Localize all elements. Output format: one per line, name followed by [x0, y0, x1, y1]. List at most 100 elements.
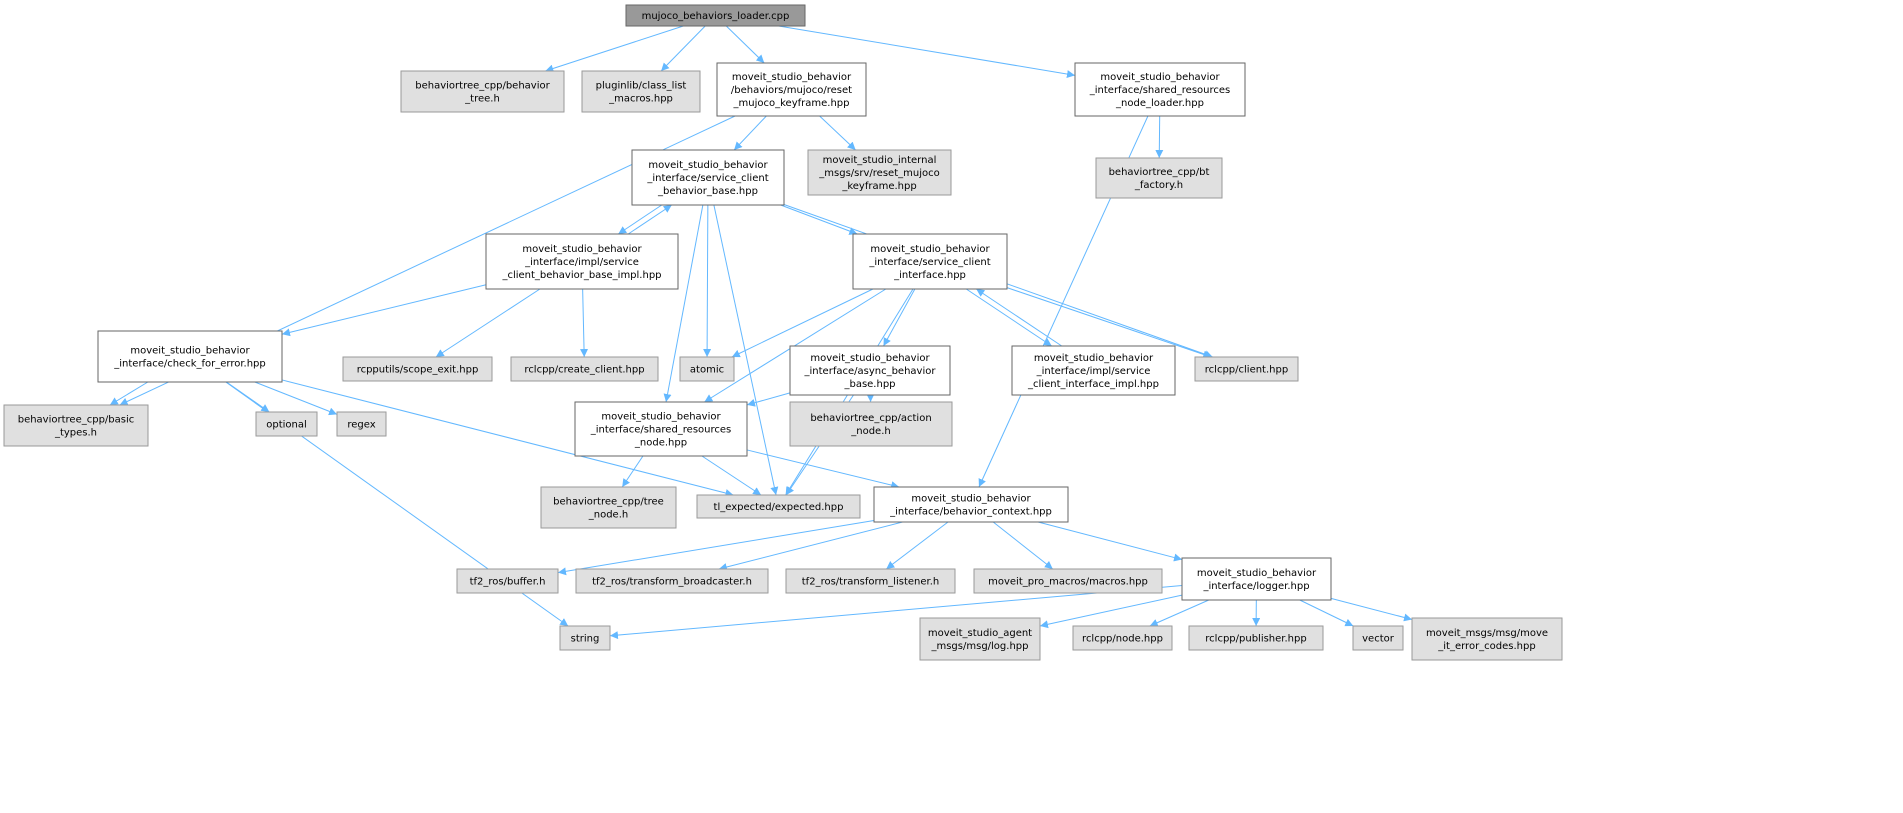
edge-root-to-n3	[725, 25, 765, 64]
graph-node[interactable]: moveit_studio_behavior_interface/service…	[852, 233, 1008, 290]
edge-n14-to-n20	[746, 392, 791, 407]
graph-node[interactable]: moveit_studio_behavior _interface/impl/se…	[485, 233, 679, 290]
node-box	[255, 411, 318, 437]
node-box	[785, 568, 956, 594]
graph-node: behaviortree_cpp/behavior_tree.h	[400, 70, 565, 113]
node-box	[336, 411, 387, 437]
node-label-line: _base.hpp	[843, 379, 895, 390]
node-label-line: _interface/logger.hpp	[1202, 581, 1309, 592]
node-label-line: moveit_studio_behavior	[810, 353, 930, 364]
node-box	[456, 568, 559, 594]
node-box	[1074, 62, 1246, 117]
node-label-line: tf2_ros/transform_broadcaster.h	[592, 577, 752, 588]
graph-node: rclcpp/client.hpp	[1194, 356, 1299, 382]
graph-node: vector	[1352, 625, 1404, 651]
edge-n29-to-n32	[1149, 599, 1210, 627]
edge-root-to-n2	[660, 25, 706, 72]
graph-node[interactable]: moveit_studio_behavior_interface/service…	[631, 149, 785, 206]
graph-node[interactable]: moveit_studio_behavior _interface/async_b…	[789, 345, 951, 396]
node-label-line: optional	[266, 420, 307, 431]
edge-n29-to-n30	[609, 585, 1183, 640]
graph-node: tf2_ros/transform_listener.h	[785, 568, 956, 594]
edge-n5-to-n20	[663, 204, 704, 403]
graph-root-node[interactable]: mujoco_behaviors_loader.cpp	[625, 4, 806, 27]
edge-n10-to-n17	[109, 381, 149, 406]
edge-n20-to-n23	[701, 455, 762, 496]
node-box	[696, 494, 861, 519]
node-label-line: pluginlib/class_list	[596, 81, 687, 92]
graph-node[interactable]: moveit_studio_behavior _interface/impl/se…	[1011, 345, 1176, 396]
graph-node[interactable]: moveit_studio_behavior/behaviors/mujoco/…	[716, 62, 867, 117]
node-label-line: _interface/impl/service	[1036, 366, 1151, 377]
node-label-line: moveit_studio_behavior	[1034, 353, 1154, 364]
edge-n29-to-n35	[1330, 597, 1413, 622]
node-label-line: _interface/behavior_context.hpp	[889, 507, 1052, 518]
node-box	[973, 568, 1163, 594]
node-box	[540, 486, 677, 529]
node-box	[575, 568, 769, 594]
node-label-line: _interface/shared_resources	[1089, 85, 1231, 96]
graph-node[interactable]: moveit_studio_behavior _interface/behavio…	[873, 486, 1069, 523]
node-label-line: moveit_studio_behavior	[522, 244, 642, 255]
graph-node: behaviortree_cpp/action_node.h	[789, 401, 953, 447]
edge-n20-to-n24	[746, 449, 900, 489]
graph-node: rclcpp/create_client.hpp	[510, 356, 659, 382]
node-label-line: behaviortree_cpp/tree	[553, 497, 664, 508]
graph-node: moveit_pro_macros/macros.hpp	[973, 568, 1163, 594]
graph-node: optional	[255, 411, 318, 437]
node-label-line: _interface/service_client	[646, 173, 768, 184]
node-box	[625, 4, 806, 27]
graph-node[interactable]: moveit_studio_behavior_interface/shared_…	[574, 401, 748, 457]
graph-node: rclcpp/publisher.hpp	[1188, 625, 1324, 651]
node-label-line: mujoco_behaviors_loader.cpp	[642, 11, 790, 22]
edge-n8-to-n5	[627, 204, 673, 235]
graph-node: pluginlib/class_list _macros.hpp	[581, 70, 701, 113]
node-label-line: rclcpp/client.hpp	[1205, 365, 1288, 376]
edge-n5-to-n13	[703, 204, 712, 358]
node-label-line: moveit_studio_behavior	[911, 494, 1031, 505]
node-label-line: rclcpp/publisher.hpp	[1205, 634, 1306, 645]
edge-n3-to-n5	[733, 115, 767, 151]
edge-n10-to-n19	[254, 381, 338, 416]
node-label-line: string	[571, 634, 600, 645]
node-label-line: moveit_studio_behavior	[130, 346, 250, 357]
node-label-line: moveit_studio_behavior	[1197, 568, 1317, 579]
graph-node: tf2_ros/buffer.h	[456, 568, 559, 594]
node-box	[342, 356, 493, 382]
edge-n9-to-n13	[731, 288, 874, 358]
edge-n9-to-n15	[965, 288, 1053, 347]
node-box	[1095, 157, 1223, 199]
edge-n9-to-n16	[1006, 287, 1212, 359]
edge-n24-to-n27	[885, 521, 949, 570]
node-label-line: _interface/shared_resources	[590, 425, 732, 436]
node-label-line: _behavior_base.hpp	[657, 186, 758, 197]
graph-node: tf2_ros/transform_broadcaster.h	[575, 568, 769, 594]
node-label-line: _msgs/msg/log.hpp	[930, 641, 1028, 652]
edge-n24-to-n28	[992, 521, 1054, 570]
graph-node: tl_expected/expected.hpp	[696, 494, 861, 519]
node-label-line: _interface.hpp	[893, 270, 966, 281]
node-label-line: _keyframe.hpp	[841, 181, 916, 192]
node-box	[852, 233, 1008, 290]
graph-node[interactable]: moveit_studio_behavior_interface/check_f…	[97, 330, 283, 383]
node-label-line: atomic	[690, 365, 724, 376]
graph-node: moveit_studio_agent_msgs/msg/log.hpp	[919, 617, 1041, 661]
edge-n3-to-n6	[819, 115, 856, 151]
edge-n24-to-n29	[1037, 521, 1183, 562]
edge-n8-to-n12	[580, 288, 589, 358]
node-label-line: vector	[1362, 634, 1395, 645]
node-label-line: _macros.hpp	[608, 94, 673, 105]
node-box	[789, 345, 951, 396]
graph-node: regex	[336, 411, 387, 437]
node-label-line: behaviortree_cpp/bt	[1109, 167, 1210, 178]
node-label-line: _interface/async_behavior	[804, 366, 937, 377]
graph-node[interactable]: moveit_studio_behavior _interface/logger.…	[1181, 557, 1332, 601]
node-box	[574, 401, 748, 457]
edge-n8-to-n10	[281, 284, 487, 337]
edge-n24-to-n25	[557, 520, 875, 576]
edge-n15-to-n9	[975, 288, 1063, 347]
node-label-line: _msgs/srv/reset_mujoco	[818, 168, 939, 179]
node-label-line: _interface/impl/service	[524, 257, 639, 268]
graph-node[interactable]: moveit_studio_behavior_interface/shared_…	[1074, 62, 1246, 117]
edge-n5-to-n9	[780, 204, 858, 235]
